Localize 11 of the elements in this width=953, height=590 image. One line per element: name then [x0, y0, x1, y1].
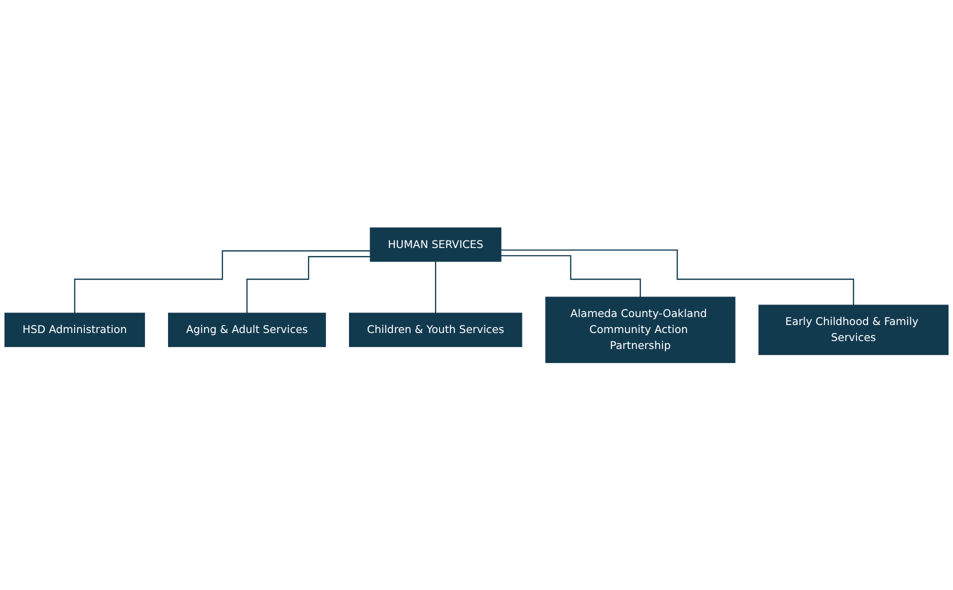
connector [435, 260, 436, 314]
connector [246, 256, 370, 314]
node-box: Aging & Adult Services [168, 312, 326, 347]
node-box: Alameda County-Oakland Community Action Partnership [545, 296, 736, 363]
node-box: Children & Youth Services [349, 312, 522, 347]
connector [74, 250, 370, 314]
connector [501, 249, 854, 306]
node-box: HUMAN SERVICES [370, 227, 502, 262]
node-box: HSD Administration [4, 312, 145, 347]
node-box: Early Childhood & Family Services [758, 304, 949, 355]
connector [501, 254, 641, 298]
